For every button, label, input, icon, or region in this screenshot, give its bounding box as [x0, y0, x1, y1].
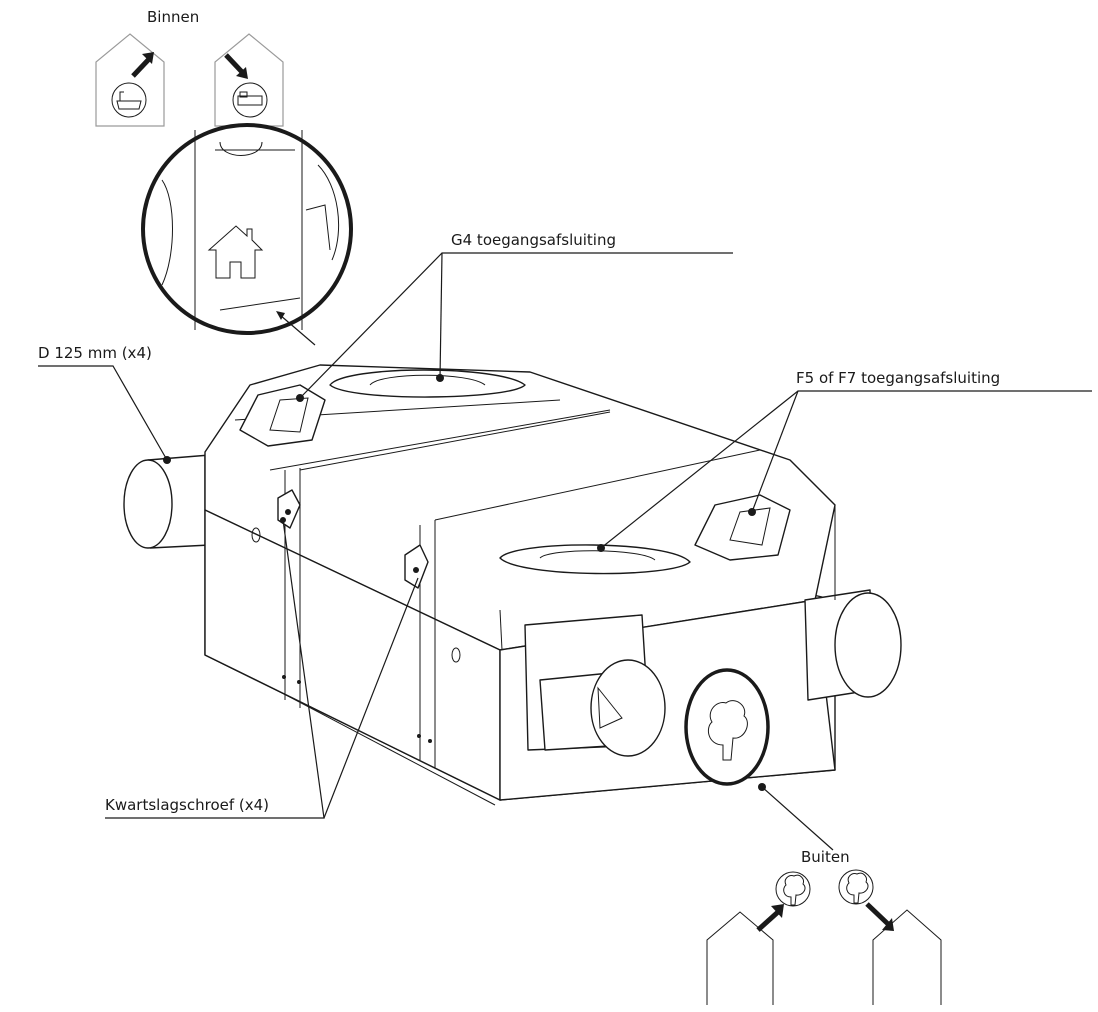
duct-right — [804, 589, 902, 701]
duct-left — [123, 454, 211, 549]
duct-front — [524, 614, 666, 757]
callout-g4: G4 toegangsafsluiting — [296, 231, 733, 402]
binnen-group: Binnen — [95, 8, 284, 127]
g4-hatch-left — [239, 384, 326, 447]
buiten-house-intake — [706, 904, 784, 1005]
tree-icon — [707, 700, 748, 761]
bath-icon — [116, 91, 142, 110]
ventilation-unit — [123, 364, 902, 806]
binnen-label: Binnen — [147, 8, 199, 26]
g4-label: G4 toegangsafsluiting — [451, 231, 616, 249]
arrow-icon — [756, 904, 784, 932]
arrow-icon — [224, 53, 248, 79]
buiten-group: Buiten — [706, 848, 942, 1005]
callout-buiten — [758, 783, 834, 851]
f5f7-label: F5 of F7 toegangsafsluiting — [796, 369, 1000, 387]
callout-f5f7: F5 of F7 toegangsafsluiting — [597, 369, 1092, 552]
binnen-house-supply — [214, 33, 284, 127]
d125-label: D 125 mm (x4) — [38, 344, 152, 362]
binnen-house-extract — [95, 33, 165, 127]
f5f7-hatch-front — [499, 544, 691, 575]
buiten-label: Buiten — [801, 848, 850, 866]
arrow-icon — [865, 902, 894, 931]
kwartslag-label: Kwartslagschroef (x4) — [105, 796, 269, 814]
quarter-turn-screw — [404, 544, 429, 589]
tree-icon — [838, 869, 874, 905]
f5f7-hatch-right — [694, 494, 791, 561]
g4-hatch-rear — [329, 369, 526, 398]
tree-icon — [775, 871, 811, 907]
outside-opening — [684, 668, 770, 786]
house-icon — [207, 225, 264, 279]
callout-kwartslag: Kwartslagschroef (x4) — [105, 517, 419, 819]
bed-icon — [237, 91, 263, 106]
arrow-icon — [131, 52, 154, 78]
detail-magnifier — [141, 123, 353, 346]
buiten-house-exhaust — [865, 902, 942, 1005]
callout-d125: D 125 mm (x4) — [38, 344, 171, 464]
